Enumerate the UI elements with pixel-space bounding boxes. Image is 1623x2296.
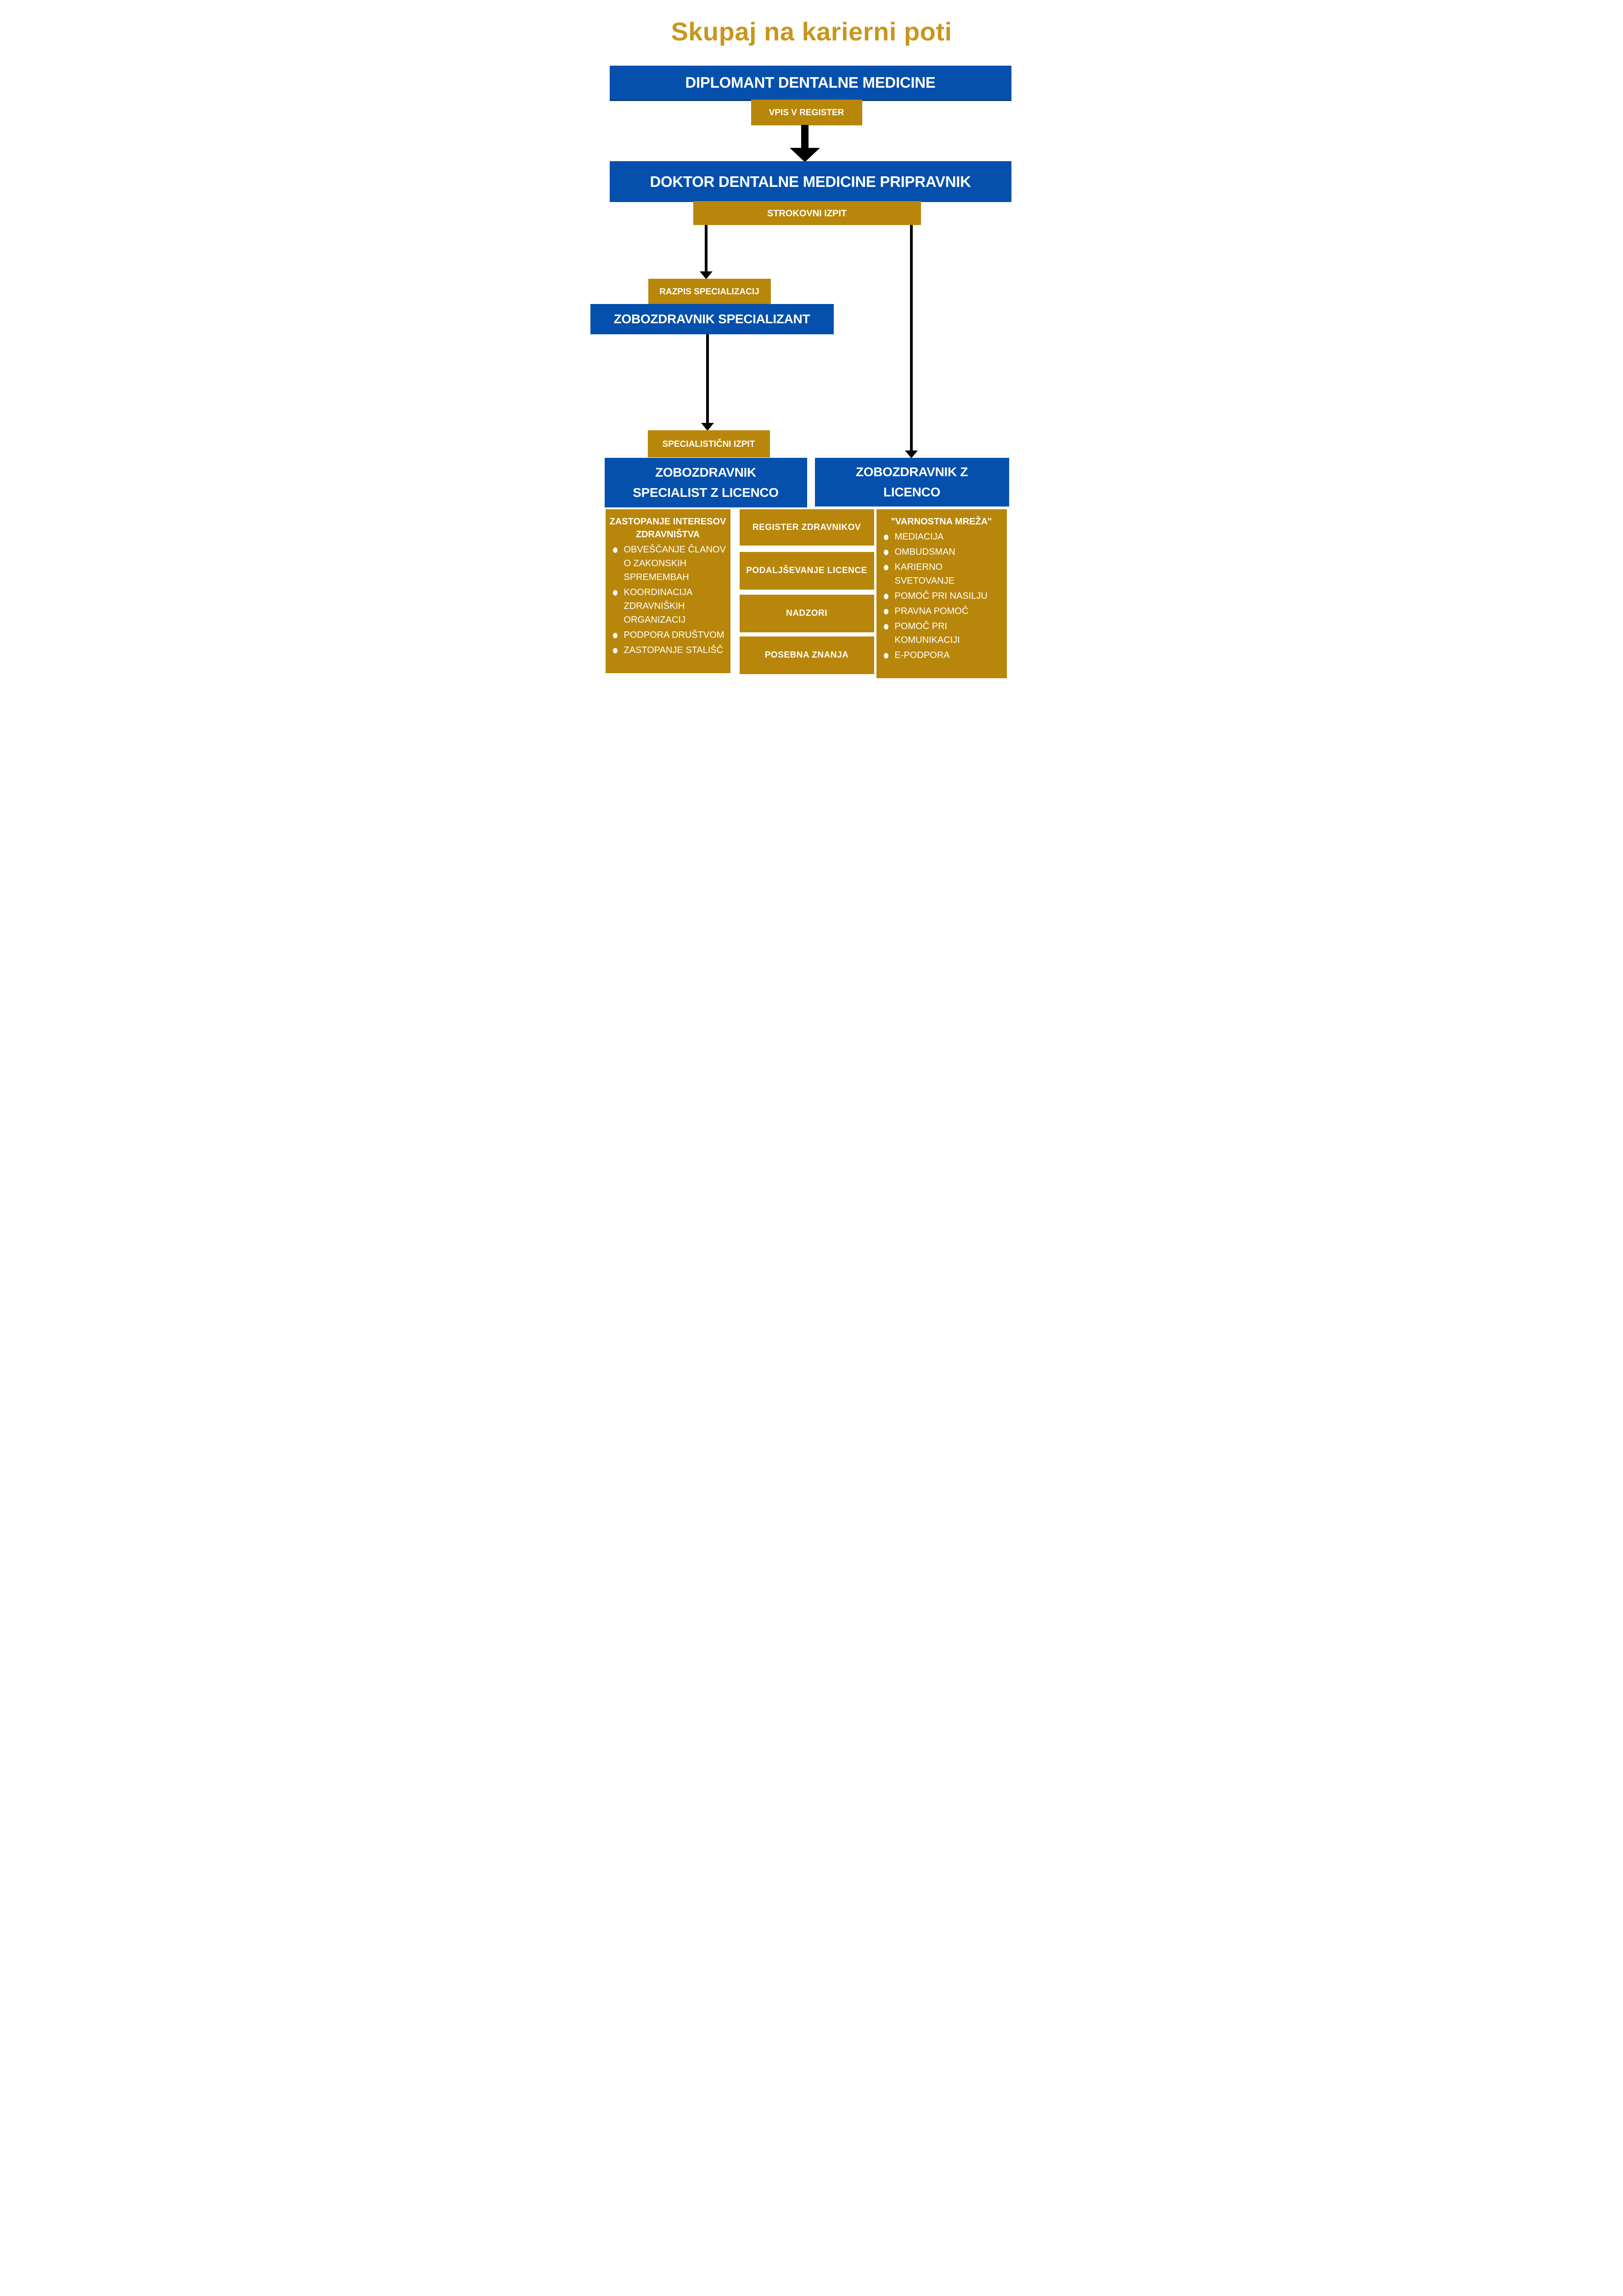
bullet-label: MEDIACIJA bbox=[894, 532, 944, 542]
bullet-dot-icon bbox=[883, 565, 888, 570]
connector-line bbox=[910, 225, 913, 451]
connector-line bbox=[704, 225, 708, 272]
bullet-dot-icon bbox=[883, 594, 888, 599]
panel-heading: "VARNOSTNA MREŽA" bbox=[891, 517, 992, 527]
node-specialist-z-licenco: ZOBOZDRAVNIK SPECIALIST Z LICENCO bbox=[604, 458, 807, 507]
step-vpis-v-register: VPIS V REGISTER bbox=[751, 100, 862, 125]
bullet-label: PRAVNA POMOČ bbox=[894, 606, 969, 616]
list-item: E-PODPORA bbox=[883, 648, 1003, 662]
bullet-dot-icon bbox=[883, 535, 888, 540]
arrow-down-shaft bbox=[801, 125, 809, 148]
list-item: OBVEŠČANJE ČLANOV O ZAKONSKIH SPREMEMBAH bbox=[612, 543, 727, 584]
arrow-down-icon bbox=[904, 450, 918, 458]
bullet-label: E-PODPORA bbox=[894, 650, 950, 660]
panel-bullet-list: MEDIACIJA OMBUDSMAN KARIERNO SVETOVANJE POM… bbox=[876, 530, 1007, 662]
panel-heading-line: ZASTOPANJE INTERESOV bbox=[609, 517, 726, 527]
arrow-down-icon bbox=[701, 423, 714, 431]
bullet-label: POMOČ PRI NASILJU bbox=[894, 591, 988, 601]
page-title: Skupaj na karierni poti bbox=[671, 17, 952, 46]
bullet-dot-icon bbox=[883, 550, 888, 555]
bullet-label: KARIERNO SVETOVANJE bbox=[894, 562, 955, 586]
bullet-label: OMBUDSMAN bbox=[894, 547, 955, 557]
bullet-label: KOORDINACIJA ZDRAVNIŠKIH ORGANIZACIJ bbox=[623, 587, 692, 625]
panel-bullet-list: OBVEŠČANJE ČLANOV O ZAKONSKIH SPREMEMBAH… bbox=[606, 543, 730, 657]
connector-line bbox=[706, 334, 709, 423]
bullet-label: ZASTOPANJE STALIŠČ bbox=[623, 645, 724, 655]
node-label-line: LICENCO bbox=[883, 485, 940, 499]
arrow-down-icon bbox=[699, 271, 713, 279]
panel-posebna-znanja: POSEBNA ZNANJA bbox=[739, 636, 874, 674]
bullet-dot-icon bbox=[612, 648, 618, 653]
bullet-dot-icon bbox=[612, 590, 618, 596]
list-item: KOORDINACIJA ZDRAVNIŠKIH ORGANIZACIJ bbox=[612, 585, 727, 627]
list-item: KARIERNO SVETOVANJE bbox=[883, 560, 1003, 588]
career-path-infographic: Skupaj na karierni poti DIPLOMANT DENTAL… bbox=[559, 0, 1064, 715]
node-diplomant: DIPLOMANT DENTALNE MEDICINE bbox=[609, 66, 1011, 101]
bullet-label: OBVEŠČANJE ČLANOV O ZAKONSKIH SPREMEMBAH bbox=[623, 545, 726, 582]
arrow-down-icon bbox=[789, 148, 820, 162]
bullet-label: PODPORA DRUŠTVOM bbox=[623, 630, 724, 640]
node-zobozdravnik-z-licenco: ZOBOZDRAVNIK Z LICENCO bbox=[814, 458, 1009, 506]
list-item: PODPORA DRUŠTVOM bbox=[612, 628, 727, 642]
step-razpis-specializacij: RAZPIS SPECIALIZACIJ bbox=[648, 279, 771, 304]
list-item: POMOČ PRI KOMUNIKACIJI bbox=[883, 619, 1003, 647]
node-label-line: SPECIALIST Z LICENCO bbox=[633, 485, 779, 500]
step-specialisticni-izpit: SPECIALISTIČNI IZPIT bbox=[647, 430, 770, 457]
bullet-dot-icon bbox=[883, 609, 888, 614]
panel-nadzori: NADZORI bbox=[739, 595, 874, 632]
node-doktor-pripravnik: DOKTOR DENTALNE MEDICINE PRIPRAVNIK bbox=[609, 161, 1011, 202]
panel-heading-line: ZDRAVNIŠTVA bbox=[635, 529, 700, 540]
node-label-line: ZOBOZDRAVNIK Z bbox=[855, 465, 968, 479]
panel-varnostna-mreza: "VARNOSTNA MREŽA" MEDIACIJA OMBUDSMAN KARI… bbox=[876, 509, 1007, 678]
step-strokovni-izpit: STROKOVNI IZPIT bbox=[693, 201, 921, 225]
bullet-dot-icon bbox=[883, 653, 888, 658]
list-item: POMOČ PRI NASILJU bbox=[883, 589, 1003, 603]
bullet-label: POMOČ PRI KOMUNIKACIJI bbox=[894, 621, 960, 645]
panel-zastopanje-interesov: ZASTOPANJE INTERESOV ZDRAVNIŠTVA OBVEŠČA… bbox=[605, 509, 730, 673]
node-label-line: ZOBOZDRAVNIK bbox=[655, 465, 756, 479]
list-item: MEDIACIJA bbox=[883, 530, 1003, 544]
list-item: PRAVNA POMOČ bbox=[883, 604, 1003, 618]
list-item: OMBUDSMAN bbox=[883, 545, 1003, 559]
node-specializant: ZOBOZDRAVNIK SPECIALIZANT bbox=[590, 304, 834, 334]
panel-heading: ZASTOPANJE INTERESOV ZDRAVNIŠTVA bbox=[608, 515, 728, 541]
list-item: ZASTOPANJE STALIŠČ bbox=[612, 643, 727, 657]
panel-podaljsevanje-licence: PODALJŠEVANJE LICENCE bbox=[739, 552, 874, 590]
bullet-dot-icon bbox=[612, 547, 618, 553]
bullet-dot-icon bbox=[612, 633, 618, 638]
panel-register-zdravnikov: REGISTER ZDRAVNIKOV bbox=[739, 509, 874, 546]
bullet-dot-icon bbox=[883, 624, 888, 630]
